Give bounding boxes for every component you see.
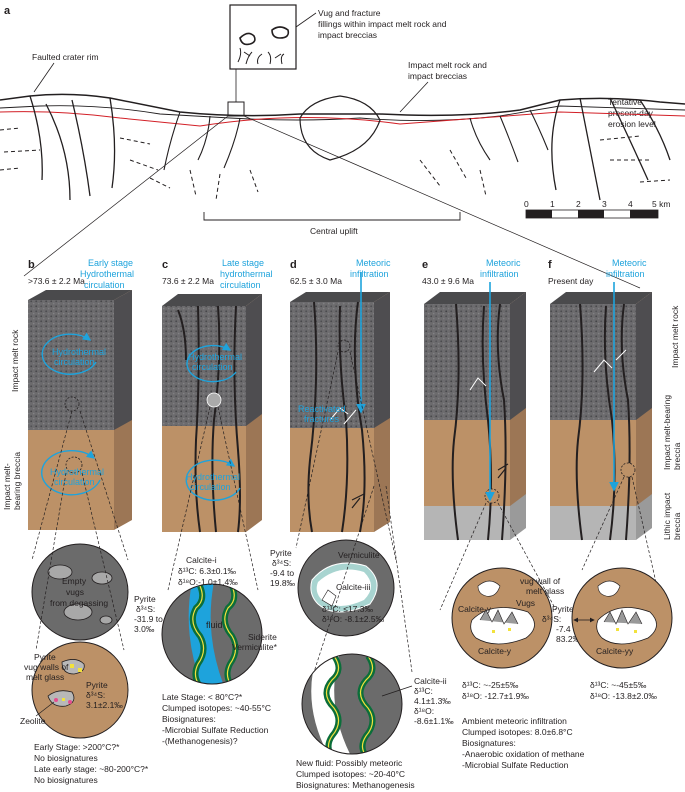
b-pyrite-iso: Pyrite δ³⁴S: 3.1±2.1‰ — [86, 680, 123, 710]
scale-tick-1: 1 — [550, 199, 555, 209]
panel-d-letter: d — [290, 259, 297, 271]
hydro-circ-c1: Hydrothermal circulation — [188, 352, 245, 372]
side-label-melt-rock: Impact melt rock — [10, 329, 20, 392]
block-d — [290, 272, 390, 533]
vug-inset — [229, 4, 297, 70]
d-vermiculite: Vermiculite — [338, 550, 380, 560]
e-calcite-y2: Calcite-y — [478, 646, 512, 656]
c-notes: Late Stage: < 80°C?* Clumped isotopes: ~… — [162, 692, 273, 746]
scale-tick-0: 0 — [524, 199, 529, 209]
erosion-label: Tentative present-day erosion level — [608, 97, 656, 129]
crater-cross-section — [0, 93, 685, 201]
panel-f-age: Present day — [548, 276, 594, 286]
scale-tick-4: 4 — [628, 199, 633, 209]
d-notes: New fluid: Possibly meteoric Clumped iso… — [296, 758, 415, 790]
zeolite-label: Zeolite — [20, 716, 46, 726]
c-details — [161, 406, 263, 685]
hydro-circ-b1: Hydrothermal circulation — [52, 347, 109, 367]
panel-a-letter: a — [4, 5, 11, 17]
scale-tick-3: 3 — [602, 199, 607, 209]
f-details — [571, 476, 673, 669]
hydro-circ-b2: Hydrothermal circulation — [50, 467, 107, 487]
side-label-melt-bearing: Impact melt- bearing breccia — [2, 452, 22, 510]
c-pyrite: Pyrite δ³⁴S: -31.9 to 3.0‰ — [134, 594, 165, 634]
side-label-lithic: Lithic impact breccia — [662, 490, 682, 540]
panel-c-stage: Late stage hydrothermal circulation — [220, 258, 275, 290]
e-calcite-y1: Calcite-y — [458, 604, 492, 614]
b-details — [31, 410, 129, 739]
reactivated-fractures: Reactivated fractures — [298, 404, 348, 424]
block-c — [162, 294, 262, 533]
empty-vugs: Empty vugs from degassing — [50, 576, 108, 608]
d-calcite-ii: Calcite-ii δ¹³C: 4.1±1.3‰ δ¹⁸O: -8.6±1.1… — [414, 676, 454, 726]
d-calcite-iii: Calcite-iii δ¹³C: ≤17.3‰ δ¹⁸O: -8.1±2.5‰ — [322, 582, 385, 624]
e-vug-wall: vug wall of melt glass — [520, 576, 564, 596]
ef-notes: Ambient meteoric infiltration Clumped is… — [462, 716, 587, 770]
e-details — [439, 502, 557, 669]
panel-c-age: 73.6 ± 2.2 Ma — [162, 276, 214, 286]
faulted-rim-label: Faulted crater rim — [32, 52, 99, 62]
panel-e-letter: e — [422, 259, 428, 271]
c-fluid: fluid — [206, 620, 223, 630]
f-calcite-yy: Calcite-yy — [596, 646, 634, 656]
scale-bar: 0 1 2 3 4 5 km — [524, 199, 670, 219]
side-label-melt-bearing-right: Impact melt-bearing breccia — [662, 393, 682, 471]
panel-b-letter: b — [28, 259, 35, 271]
b-notes: Early Stage: >200°C?* No biosignatures L… — [34, 742, 151, 785]
panel-a: a Vug and fracture fillings within impac… — [0, 4, 685, 289]
f-iso: δ¹³C: ~-45±5‰ δ¹⁸O: -13.8±2.0‰ — [590, 680, 657, 701]
scale-tick-5: 5 km — [652, 199, 670, 209]
c-siderite: Siderite Vermiculite* — [232, 632, 279, 652]
e-pyrite: Pyrite δ³⁴S: -7.4 to 83.2‰ — [542, 604, 582, 644]
panel-f-letter: f — [548, 259, 552, 271]
panel-d-stage: Meteoric infiltration — [350, 258, 393, 279]
block-b — [28, 290, 132, 530]
inset-caption: Vug and fracture fillings within impact … — [318, 8, 449, 40]
panel-headers: b >73.6 ± 2.2 Ma Early stage Hydrotherma… — [28, 258, 649, 290]
panel-c-letter: c — [162, 259, 168, 271]
e-iso: δ¹³C: ~-25±5‰ δ¹⁸O: -12.7±1.9‰ — [462, 680, 529, 701]
panel-b-age: >73.6 ± 2.2 Ma — [28, 276, 85, 286]
d-pyrite: Pyrite δ³⁴S: -9.4 to 19.8‰ — [270, 548, 296, 588]
panel-d-age: 62.5 ± 3.0 Ma — [290, 276, 342, 286]
b-pyrite-vug: Pyrite vug walls of melt glass — [24, 652, 71, 682]
c-calcite: Calcite-i δ¹³C: 6.3±0.1‰ δ¹⁸O:-1.0±1.4‰ — [178, 555, 238, 587]
panel-e-stage: Meteoric infiltration — [480, 258, 523, 279]
block-f — [550, 282, 652, 541]
melt-rock-label: Impact melt rock and impact breccias — [408, 60, 489, 81]
block-e — [424, 282, 526, 541]
panel-b-stage: Early stage Hydrothermal circulation — [80, 258, 137, 290]
central-uplift-label: Central uplift — [310, 226, 358, 236]
panel-e-age: 43.0 ± 9.6 Ma — [422, 276, 474, 286]
scale-tick-2: 2 — [576, 199, 581, 209]
d-details — [295, 351, 413, 755]
e-vugs: Vugs — [516, 598, 535, 608]
hydro-circ-c2: Hydrothermal circulation — [186, 472, 243, 492]
panel-f-stage: Meteoric infiltration — [606, 258, 649, 279]
side-label-melt-rock-right: Impact melt rock — [670, 305, 680, 368]
